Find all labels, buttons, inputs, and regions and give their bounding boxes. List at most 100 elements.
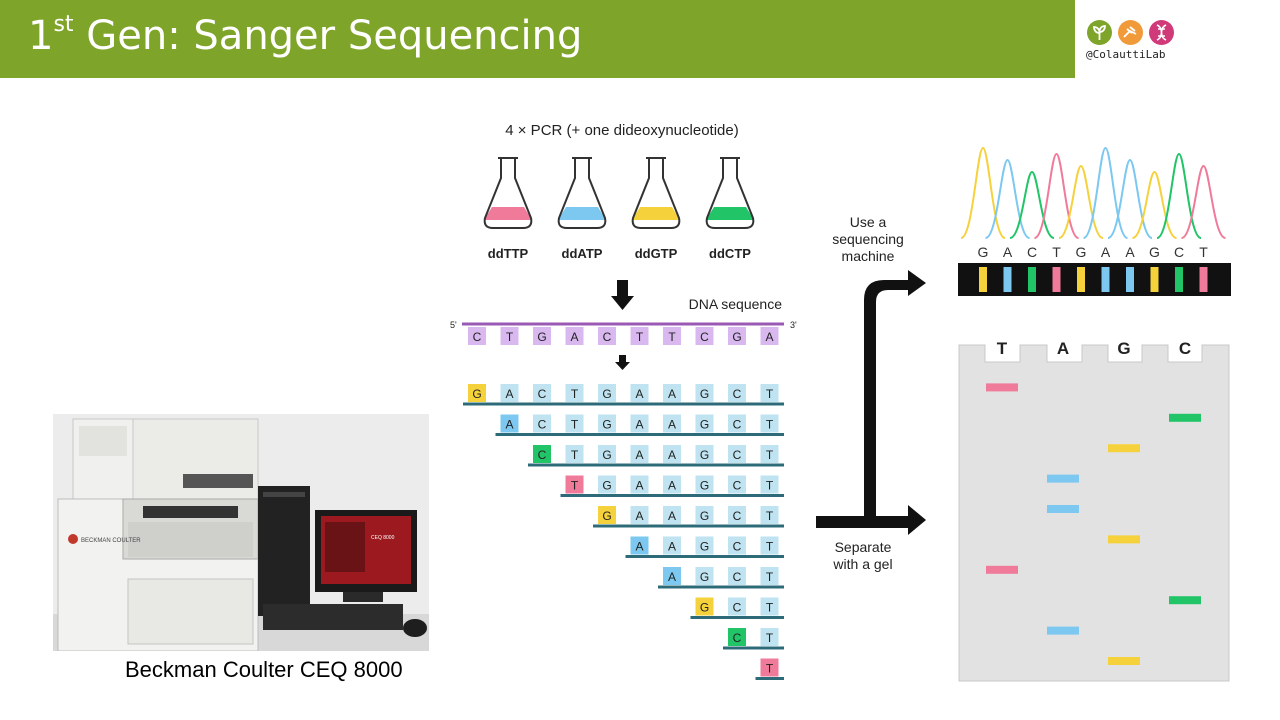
- gel-band: [1108, 444, 1140, 453]
- template-base-label: A: [765, 330, 773, 344]
- fragment-base: [533, 414, 551, 433]
- chromatogram-base-label: G: [1076, 244, 1087, 260]
- readout-bar: [1003, 267, 1012, 292]
- fragment-base-label: C: [733, 479, 742, 493]
- template-base: [533, 327, 551, 345]
- fragment-base-label: T: [766, 387, 774, 401]
- flask-ddTTP: ddTTP: [483, 157, 533, 261]
- title-superscript: st: [53, 12, 74, 37]
- fragment-base: [663, 475, 681, 494]
- fragment-base-label: A: [668, 387, 676, 401]
- fragment-base: [760, 506, 779, 524]
- fragment-base: [695, 536, 714, 555]
- dna-sequence-label: DNA sequence: [689, 296, 783, 312]
- fragment-base: [663, 506, 681, 524]
- fragment-base-label: T: [571, 387, 579, 401]
- gel-band: [1169, 596, 1201, 605]
- flask-label: ddCTP: [709, 246, 751, 261]
- flask-label: ddATP: [562, 246, 603, 261]
- fragment-base: [728, 597, 746, 616]
- fragment-base-label: C: [733, 570, 742, 584]
- flask-ddATP: ddATP: [557, 157, 607, 261]
- fragment-base-label: T: [766, 509, 774, 523]
- sequence-readout-bar: [958, 263, 1231, 296]
- machine-label-line-1: Use a: [850, 214, 887, 230]
- template-base: [565, 327, 584, 345]
- pcr-heading: 4 × PCR (+ one dideoxynucleotide): [505, 122, 738, 139]
- five-prime-label: 5': [450, 320, 457, 330]
- fragment-base-label: A: [668, 479, 676, 493]
- fragment-base-label: G: [700, 540, 709, 554]
- template-base-label: C: [700, 330, 709, 344]
- fragment-base-label: G: [472, 387, 481, 401]
- readout-bar: [1150, 267, 1159, 292]
- gel-band: [1047, 505, 1079, 513]
- template-base-label: G: [732, 330, 741, 344]
- chromatogram-base-label: T: [1199, 244, 1208, 260]
- gel-band: [1108, 657, 1140, 665]
- small-down-arrow-icon: [615, 355, 630, 370]
- photo-caption: Beckman Coulter CEQ 8000: [125, 657, 403, 682]
- flask-ddCTP: ddCTP: [705, 157, 755, 261]
- template-base: [468, 327, 486, 345]
- fragment-base-label: G: [602, 387, 611, 401]
- fragment-base: [533, 384, 551, 402]
- fragment-base: [598, 506, 616, 524]
- fragment-base: [663, 384, 681, 402]
- fragment-base-label: G: [700, 601, 709, 615]
- template-base-label: T: [668, 330, 676, 344]
- fragment-base-label: C: [538, 418, 547, 432]
- fragment-base-label: A: [668, 509, 676, 523]
- fragment-base: [728, 567, 746, 585]
- template-base: [663, 327, 681, 345]
- slide-title: 1st Gen: Sanger Sequencing: [28, 12, 582, 60]
- fragment-base: [500, 414, 519, 433]
- fragment-base-label: A: [668, 448, 676, 462]
- flask-ddGTP: ddGTP: [631, 157, 681, 261]
- fragment-base-label: T: [766, 479, 774, 493]
- fragment-base: [663, 567, 681, 585]
- fragment-base-label: T: [766, 570, 774, 584]
- gel-band: [1108, 535, 1140, 544]
- chromatogram-base-label: G: [1149, 244, 1160, 260]
- fragment-base-label: C: [733, 509, 742, 523]
- fragment-base: [760, 445, 779, 463]
- readout-bar: [1199, 267, 1208, 292]
- fragment-base: [695, 597, 714, 616]
- machine-label-line-3: machine: [842, 248, 895, 264]
- fragment-row: T: [755, 658, 784, 680]
- chromatogram-base-label: A: [1003, 244, 1013, 260]
- fragment-base: [630, 475, 649, 494]
- fragment-base-label: C: [733, 631, 742, 645]
- gel-band: [1047, 474, 1079, 483]
- chromatogram-base-label: T: [1052, 244, 1061, 260]
- fragment-base-label: G: [700, 387, 709, 401]
- plant-logo-icon: [1087, 20, 1112, 45]
- chromatogram-base-label: G: [978, 244, 989, 260]
- template-base: [630, 327, 649, 345]
- chromatogram-base-label: A: [1101, 244, 1111, 260]
- gel-label-line-1: Separate: [835, 539, 892, 555]
- chromatogram-peak: [1156, 152, 1202, 239]
- readout-bar: [1101, 267, 1110, 292]
- template-base: [760, 327, 779, 345]
- chromatogram-peak: [1181, 164, 1226, 239]
- fragment-base: [760, 628, 779, 646]
- fragment-base-label: A: [505, 418, 513, 432]
- fragment-base: [630, 536, 649, 555]
- fragment-base-label: T: [766, 418, 774, 432]
- fragment-base-label: C: [538, 387, 547, 401]
- readout-bar: [1052, 267, 1061, 292]
- fragment-base-label: A: [635, 448, 643, 462]
- three-prime-label: 3': [790, 320, 797, 330]
- fragment-base: [728, 445, 746, 463]
- machine-label-line-2: sequencing: [832, 231, 904, 247]
- chromatogram-peak: [1132, 170, 1177, 239]
- monitor-screen-text: CEQ 8000: [371, 535, 395, 541]
- fragment-base: [695, 567, 714, 585]
- chromatogram-peak: [1033, 152, 1080, 239]
